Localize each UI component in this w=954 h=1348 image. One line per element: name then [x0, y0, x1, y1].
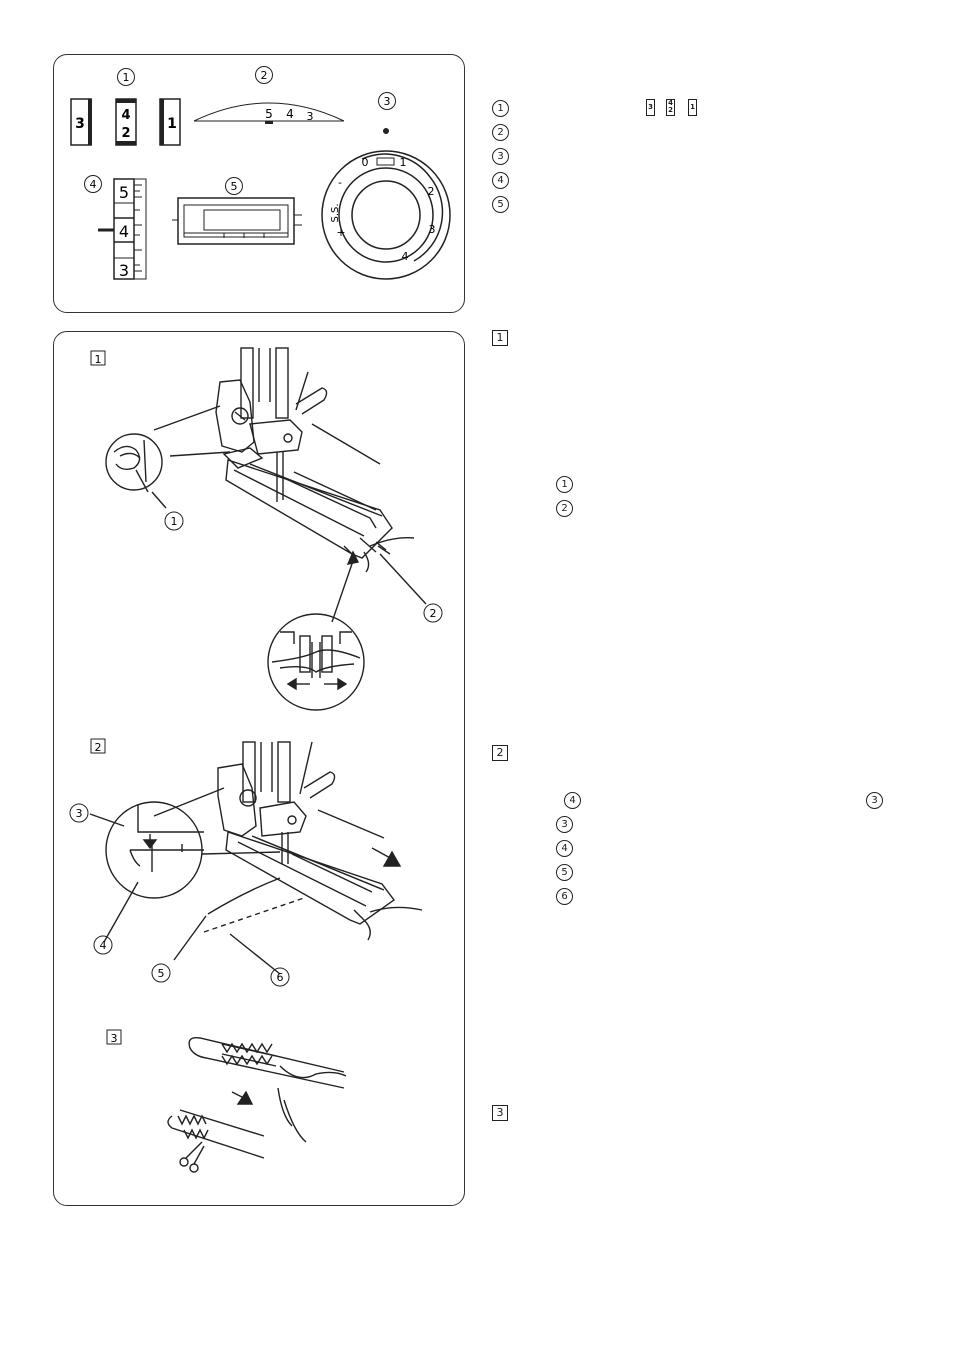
svg-text:1: 1 [171, 515, 178, 528]
svg-text:3: 3 [119, 261, 129, 280]
svg-text:3: 3 [429, 223, 436, 236]
svg-text:2: 2 [430, 607, 437, 620]
svg-text:S.S.: S.S. [330, 203, 341, 222]
step2-number-box: 2 [90, 738, 106, 754]
step1-foot-drawing [153, 347, 427, 623]
svg-text:3: 3 [307, 110, 314, 123]
legend-row-2: 2 [492, 120, 509, 144]
callout-5: 5 [225, 177, 243, 195]
legend-row-3: 3 [492, 144, 509, 168]
stitch-dial: 0 1 2 3 4 S.S. + - [321, 128, 451, 280]
svg-text:4: 4 [121, 108, 130, 123]
width-scale: 5 4 3 [193, 102, 345, 124]
step2-inline-3: 3 [866, 792, 883, 809]
step2-callout-4: 4 [93, 935, 113, 955]
step3-number-box: 3 [106, 1029, 122, 1045]
legend-step1-row-1: 1 [556, 472, 573, 496]
legend-step2: 3 4 5 6 [556, 812, 573, 908]
svg-text:4: 4 [286, 107, 294, 121]
callout-4: 4 [84, 175, 102, 193]
legend-step1: 1 2 [556, 472, 573, 520]
length-indicator: 5 4 3 [98, 178, 147, 280]
step1-callout-1: 1 [164, 511, 184, 531]
svg-text:5: 5 [119, 183, 129, 202]
svg-text:1: 1 [95, 353, 102, 366]
legend-step2-row-4: 4 [556, 836, 573, 860]
svg-text:1: 1 [167, 116, 177, 132]
svg-text:+: + [336, 226, 345, 239]
step2-inline-4: 4 [564, 792, 581, 809]
legend-row-1: 1 [492, 96, 509, 120]
step2-callout-3: 3 [69, 803, 89, 823]
legend-row-4: 4 [492, 168, 509, 192]
step2-callout-5: 5 [151, 963, 171, 983]
step1-detail-circle-left [105, 433, 167, 509]
callout-2: 2 [255, 66, 273, 84]
svg-text:4: 4 [100, 939, 107, 952]
svg-text:4: 4 [119, 222, 129, 241]
legend-step2-row-3: 3 [556, 812, 573, 836]
buttonhole-step-42-icon: 4 2 [115, 98, 137, 146]
svg-text:6: 6 [277, 971, 284, 984]
settings-illustration: 1 2 3 4 5 3 4 2 [70, 66, 451, 280]
step1-callout-2: 2 [423, 603, 443, 623]
svg-text:5: 5 [265, 107, 273, 121]
buttonhole-step-1-icon: 1 [159, 98, 181, 146]
step3-label-box: 3 [492, 1105, 508, 1121]
step2-foot-drawing [153, 741, 423, 975]
step2-callout-6: 6 [270, 967, 290, 987]
buttonhole-foot-topview [172, 197, 302, 245]
mini-icon-3: 3 [646, 99, 655, 116]
svg-text:2: 2 [121, 126, 130, 141]
svg-text:1: 1 [123, 71, 130, 84]
step2-detail-circle [89, 801, 204, 943]
step2-label-box: 2 [492, 745, 508, 761]
svg-text:5: 5 [158, 967, 165, 980]
mini-icon-1: 1 [688, 99, 697, 116]
svg-text:3: 3 [75, 116, 85, 132]
svg-text:2: 2 [261, 69, 268, 82]
legend-top: 1 2 3 4 5 [492, 96, 509, 216]
svg-text:5: 5 [231, 180, 238, 193]
svg-text:3: 3 [111, 1032, 118, 1045]
svg-text:-: - [338, 176, 342, 189]
svg-text:1: 1 [400, 156, 407, 169]
legend-step1-row-2: 2 [556, 496, 573, 520]
callout-3: 3 [378, 92, 396, 110]
step3-buttonhole-drawing [167, 1037, 347, 1173]
step1-detail-circle-bottom [267, 613, 365, 711]
steps-panel: 1 [53, 331, 465, 1206]
legend-step2-row-5: 5 [556, 860, 573, 884]
svg-text:0: 0 [362, 156, 369, 169]
svg-text:4: 4 [90, 178, 97, 191]
svg-text:2: 2 [95, 741, 102, 754]
settings-panel: 1 2 3 4 5 3 4 2 [53, 54, 465, 313]
buttonhole-step-3-icon: 3 [70, 98, 92, 146]
svg-text:3: 3 [384, 95, 391, 108]
step1-label-box: 1 [492, 330, 508, 346]
svg-text:2: 2 [428, 185, 435, 198]
svg-text:3: 3 [76, 807, 83, 820]
legend-row-5: 5 [492, 192, 509, 216]
svg-text:4: 4 [402, 250, 409, 263]
callout-1: 1 [117, 68, 135, 86]
step1-number-box: 1 [90, 350, 106, 366]
legend-step2-row-6: 6 [556, 884, 573, 908]
steps-illustration: 1 [69, 347, 443, 1173]
